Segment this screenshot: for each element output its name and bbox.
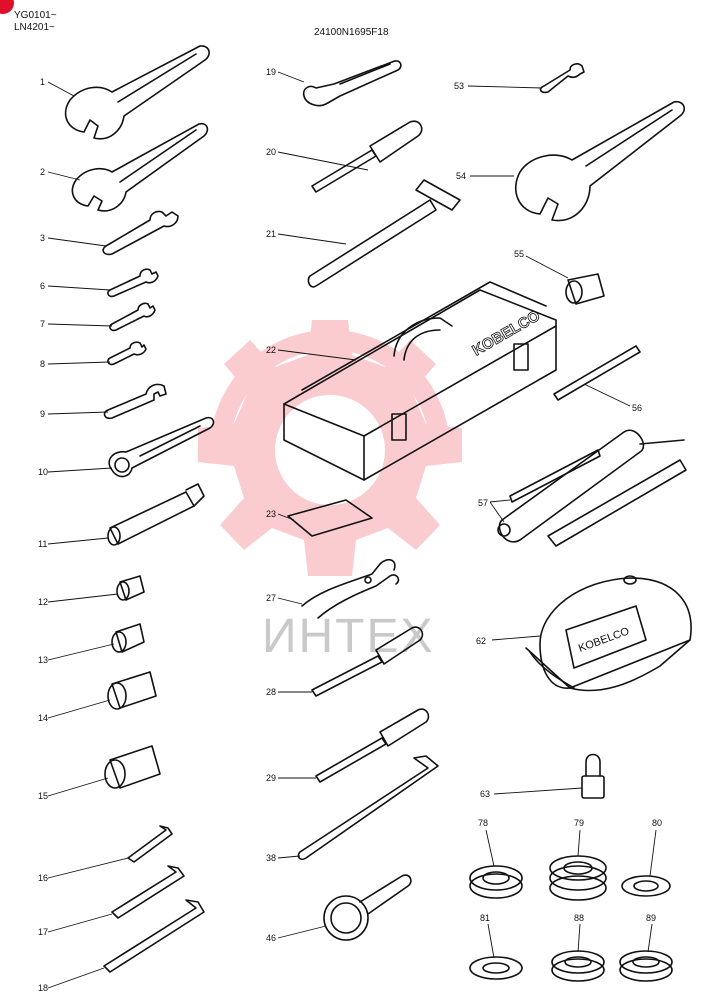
- part-8-spanner-icon: [107, 341, 147, 366]
- part-19-adjustable-wrench-icon: [302, 60, 402, 107]
- label-57: 57: [478, 498, 488, 508]
- part-55-socket-icon: [565, 273, 605, 305]
- label-27: 27: [266, 593, 276, 603]
- label-88: 88: [574, 913, 584, 923]
- toolbox-brand: KOBELCO: [470, 307, 544, 359]
- label-54: 54: [456, 171, 466, 181]
- label-2: 2: [40, 167, 45, 177]
- label-78: 78: [478, 818, 488, 828]
- serial-range-2: LN4201~: [14, 22, 55, 33]
- label-7: 7: [40, 319, 45, 329]
- part-46-filter-wrench-icon: [323, 874, 412, 941]
- part-13-socket-icon: [111, 623, 145, 653]
- label-3: 3: [40, 233, 45, 243]
- label-21: 21: [266, 229, 276, 239]
- drawing-code: 24100N1695F18: [314, 27, 389, 38]
- cap-brand: KOBELCO: [577, 625, 631, 655]
- part-11-extension-bar-icon: [107, 483, 205, 546]
- part-14-socket-icon: [107, 671, 157, 710]
- part-3-open-wrench-icon: [102, 210, 179, 256]
- label-89: 89: [646, 913, 656, 923]
- label-46: 46: [266, 933, 276, 943]
- part-18-hex-key-icon: [103, 899, 205, 973]
- label-20: 20: [266, 147, 276, 157]
- part-28-screwdriver-icon: [311, 626, 424, 697]
- part-6-spanner-icon: [107, 268, 159, 298]
- part-56-grease-pipe-icon: [553, 345, 641, 401]
- part-15-socket-icon: [104, 745, 161, 789]
- part-number-labels: 1 2 3 6 7 8 9 10 11 12 13 14 15 16 17 18…: [38, 67, 662, 993]
- label-17: 17: [38, 927, 48, 937]
- label-19: 19: [266, 67, 276, 77]
- label-8: 8: [40, 359, 45, 369]
- label-80: 80: [652, 818, 662, 828]
- label-13: 13: [38, 655, 48, 665]
- part-62-cap-icon: [525, 575, 692, 692]
- label-53: 53: [454, 81, 464, 91]
- part-22-toolbox-icon: [283, 281, 557, 481]
- label-62: 62: [476, 636, 486, 646]
- corner-badge: [0, 0, 14, 14]
- part-78-washer-stack-icon: [469, 865, 523, 899]
- serial-range-1: YG0101~: [14, 10, 57, 21]
- part-12-socket-icon: [116, 575, 145, 601]
- label-79: 79: [574, 818, 584, 828]
- label-56: 56: [632, 403, 642, 413]
- label-16: 16: [38, 873, 48, 883]
- part-53-small-spanner-icon: [539, 63, 585, 94]
- part-16-hex-key-icon: [127, 825, 173, 863]
- part-21-t-wrench-icon: [307, 179, 461, 288]
- part-2-open-wrench-icon: [71, 122, 209, 212]
- label-81: 81: [480, 913, 490, 923]
- part-63-padlock-icon: [581, 753, 605, 799]
- part-23-nameplate-icon: [287, 499, 373, 537]
- label-6: 6: [40, 281, 45, 291]
- part-88-washer-stack-icon: [551, 950, 605, 982]
- part-17-hex-key-icon: [111, 865, 185, 919]
- part-79-washer-stack-icon: [549, 855, 607, 901]
- part-80-washer-icon: [621, 875, 671, 897]
- label-9: 9: [40, 409, 45, 419]
- label-55: 55: [514, 249, 524, 259]
- part-54-large-wrench-icon: [515, 100, 686, 222]
- part-20-screwdriver-icon: [311, 120, 423, 193]
- part-57-grease-gun-icon: [497, 429, 687, 547]
- watermark-gear-icon: [198, 320, 462, 576]
- part-1-open-wrench-icon: [64, 45, 210, 140]
- label-28: 28: [266, 687, 276, 697]
- label-22: 22: [266, 345, 276, 355]
- watermark-text: ИНТЕХ: [262, 610, 435, 663]
- label-1: 1: [40, 77, 45, 87]
- label-11: 11: [38, 539, 47, 549]
- label-15: 15: [38, 791, 48, 801]
- label-14: 14: [38, 713, 48, 723]
- label-10: 10: [38, 467, 48, 477]
- label-23: 23: [266, 509, 276, 519]
- label-12: 12: [38, 597, 48, 607]
- part-29-screwdriver-icon: [315, 708, 430, 783]
- part-27-pliers-icon: [301, 558, 400, 619]
- part-89-washer-stack-icon: [619, 950, 673, 982]
- leader-lines: [47, 71, 657, 989]
- part-10-ratchet-handle-icon: [108, 416, 215, 478]
- label-63: 63: [480, 789, 490, 799]
- part-9-hook-spanner-icon: [103, 383, 167, 420]
- label-29: 29: [266, 773, 276, 783]
- part-81-washer-icon: [469, 956, 523, 980]
- part-7-spanner-icon: [109, 302, 156, 332]
- part-38-long-hex-key-icon: [297, 755, 439, 861]
- label-38: 38: [266, 853, 276, 863]
- label-18: 18: [38, 983, 48, 993]
